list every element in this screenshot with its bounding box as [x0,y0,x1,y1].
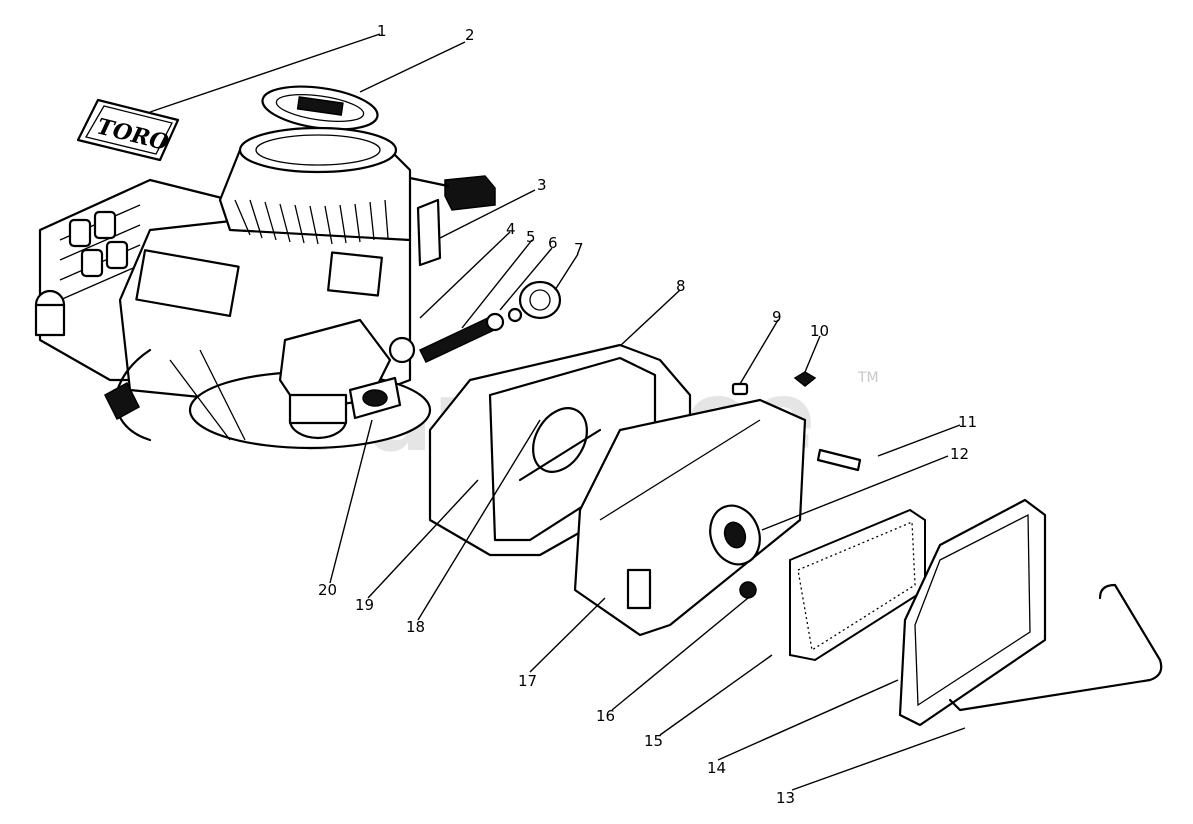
callout-19: 19 [355,596,374,614]
callout-18: 18 [406,618,425,636]
toro-decal: TORO [76,98,180,162]
carburetor-gasket [348,376,402,420]
callout-5: 5 [526,228,536,246]
air-cleaner-hardware [731,371,862,472]
callout-15: 15 [644,732,663,750]
callout-16: 16 [596,707,615,725]
callout-14: 14 [707,759,726,777]
leader-lines [149,33,966,791]
watermark-trademark: TM [857,370,879,386]
air-cleaner-cover [898,498,1047,727]
throttle-bracket [408,175,496,267]
callout-9: 9 [772,308,782,326]
callout-labels: 1 2 3 4 5 6 7 8 9 10 11 12 13 14 15 16 1… [318,22,977,807]
callout-12: 12 [950,445,969,463]
wing-nut [739,581,757,599]
callout-20: 20 [318,581,337,599]
air-cleaner-housing [573,398,807,637]
callout-8: 8 [676,277,686,295]
callout-3: 3 [537,176,547,194]
retaining-wire [948,583,1163,712]
callout-10: 10 [810,322,829,340]
callout-1: 1 [377,22,387,40]
spring-and-fasteners [388,280,562,364]
callout-4: 4 [506,220,516,238]
callout-6: 6 [548,234,558,252]
callout-11: 11 [958,413,977,431]
callout-17: 17 [518,672,537,690]
callout-13: 13 [776,789,795,807]
callout-2: 2 [465,26,475,44]
callout-7: 7 [574,240,584,258]
